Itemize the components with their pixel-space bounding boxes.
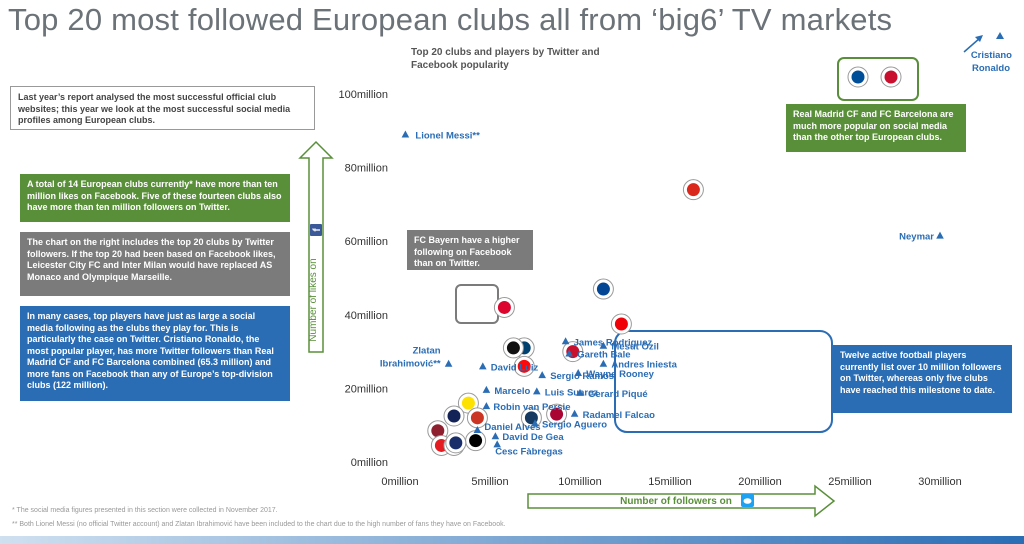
player-label: Luis Suarez <box>545 387 599 398</box>
player-label: Cristiano <box>971 50 1012 61</box>
player-label: Andres Iniesta <box>611 360 677 371</box>
x-tick-label: 15million <box>648 476 691 488</box>
player-label: Neymar <box>899 232 934 243</box>
footnote-date: * The social media figures presented in … <box>12 507 278 514</box>
bayern-callout: FC Bayern have a higher following on Fac… <box>407 230 533 270</box>
player-marker <box>482 402 491 410</box>
player-label: Ronaldo <box>972 63 1010 74</box>
player-marker <box>538 371 546 379</box>
chart-title: Top 20 clubs and players by Twitter and … <box>411 47 600 71</box>
player-label: Marcelo <box>494 386 530 397</box>
club-marker: FC Barcelona <box>847 66 869 88</box>
player-label: Daniel Alves <box>484 422 540 433</box>
chart-info-box: The chart on the right includes the top … <box>20 232 290 296</box>
player-label: Lionel Messi** <box>415 130 480 141</box>
club-marker: AC Milan <box>513 355 535 377</box>
x-tick-label: 0million <box>381 476 418 488</box>
bayern-highlight-frame <box>455 284 499 324</box>
player-label: Wayne Rooney <box>586 369 654 380</box>
player-label: Zlatan <box>413 346 441 357</box>
player-label: Sergio Aguero <box>542 419 607 430</box>
player-marker <box>599 359 608 367</box>
player-label: Mesut Özil <box>611 342 659 353</box>
player-marker <box>473 425 482 433</box>
x-tick-label: 10million <box>558 476 601 488</box>
club-marker: Juventus <box>502 337 524 359</box>
player-label: Sergio Ramos <box>550 371 614 382</box>
player-marker <box>561 337 570 345</box>
club-marker: Manchester United <box>682 179 704 201</box>
player-marker <box>936 231 944 239</box>
footnote-players: ** Both Lionel Messi (no official Twitte… <box>12 521 506 528</box>
player-label: Cesc Fàbregas <box>495 446 563 457</box>
player-label: Ibrahimović** <box>380 359 441 370</box>
off-chart-arrow-icon <box>963 37 981 53</box>
player-label: David Luiz <box>491 362 539 373</box>
y-tick-label: 60million <box>345 236 388 248</box>
players-info-box: In many cases, top players have just as … <box>20 306 290 401</box>
bottom-bar <box>0 536 1024 544</box>
y-tick-label: 40million <box>345 310 388 322</box>
x-tick-label: 20million <box>738 476 781 488</box>
x-tick-label: 25million <box>828 476 871 488</box>
player-marker <box>533 387 541 395</box>
club-marker: Olympique Lyonnais <box>445 432 467 454</box>
club-marker: Arsenal FC <box>610 313 632 335</box>
player-marker <box>565 349 573 357</box>
club-marker: Borussia Dortmund <box>457 392 479 414</box>
y-tick-label: 20million <box>345 383 388 395</box>
club-marker: Atlético de Madrid <box>466 407 488 429</box>
facebook-icon <box>310 224 322 236</box>
player-marker <box>482 385 491 393</box>
x-axis-arrow: Number of followers on <box>527 484 836 518</box>
y-tick-label: 0million <box>351 457 388 469</box>
rm-fcb-callout: Real Madrid CF and FC Barcelona are much… <box>786 104 966 152</box>
intro-box: Last year’s report analysed the most suc… <box>10 86 315 130</box>
y-axis-arrow: Number of likes on f <box>298 140 334 353</box>
x-axis-label: Number of followers on <box>620 496 732 507</box>
player-marker <box>531 419 539 427</box>
player-marker <box>574 368 582 376</box>
player-label: Radamel Falcao <box>583 410 656 421</box>
player-marker <box>599 341 608 349</box>
player-marker <box>570 409 579 417</box>
rm-fcb-highlight-frame <box>837 57 919 101</box>
page-title: Top 20 most followed European clubs all … <box>8 2 893 37</box>
club-marker: Beşiktaş <box>465 430 487 452</box>
club-marker: Real Madrid CF <box>880 66 902 88</box>
player-label: Gerard Piqué <box>588 389 648 400</box>
player-label: David De Gea <box>502 432 564 443</box>
player-label: Gareth Bale <box>577 349 630 360</box>
y-axis-label: Number of likes on <box>308 258 319 341</box>
clubs-info-box: A total of 14 European clubs currently* … <box>20 174 290 222</box>
y-tick-label: 80million <box>345 163 388 175</box>
club-marker: Galatasaray <box>546 403 568 425</box>
svg-text:f: f <box>312 228 323 232</box>
y-tick-label: 100million <box>338 89 388 101</box>
player-label: Robin van Persie <box>493 402 570 413</box>
club-marker: Tottenham Hotspur <box>443 405 465 427</box>
players-callout: Twelve active football players currently… <box>833 345 1012 413</box>
player-marker <box>479 362 487 370</box>
player-marker <box>401 130 410 138</box>
x-tick-label: 5million <box>471 476 508 488</box>
player-marker <box>493 440 501 448</box>
club-marker: FC Bayern <box>493 296 515 318</box>
x-tick-label: 30million <box>918 476 961 488</box>
player-marker <box>491 432 500 440</box>
player-marker <box>444 359 453 367</box>
player-marker <box>996 32 1004 39</box>
player-marker <box>576 388 584 396</box>
players-highlight-frame <box>614 330 833 433</box>
player-label: James Rodriguez <box>574 337 653 348</box>
club-marker: Chelsea FC <box>592 278 614 300</box>
